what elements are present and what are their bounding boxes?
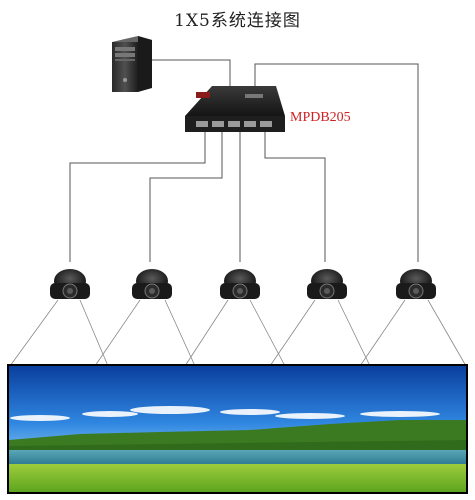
projector-1 — [50, 269, 90, 299]
cable-pc-to-splitter — [137, 59, 231, 88]
projector-4 — [307, 269, 347, 299]
cable-to-projector-1 — [69, 130, 206, 262]
splitter-device-icon — [185, 86, 285, 132]
device-model-label: MPDB205 — [290, 110, 351, 125]
projector-5 — [396, 269, 436, 299]
cable-to-projector-4 — [264, 130, 326, 262]
cables — [69, 59, 419, 262]
cable-to-projector-5 — [254, 63, 419, 262]
projector-2 — [132, 269, 172, 299]
diagram-title: 1X5系统连接图 — [174, 11, 301, 31]
projector-3 — [220, 269, 260, 299]
cable-to-projector-2 — [149, 130, 223, 262]
projection-beams — [9, 299, 467, 367]
projection-screen — [7, 364, 468, 494]
computer-tower-icon — [112, 36, 152, 92]
